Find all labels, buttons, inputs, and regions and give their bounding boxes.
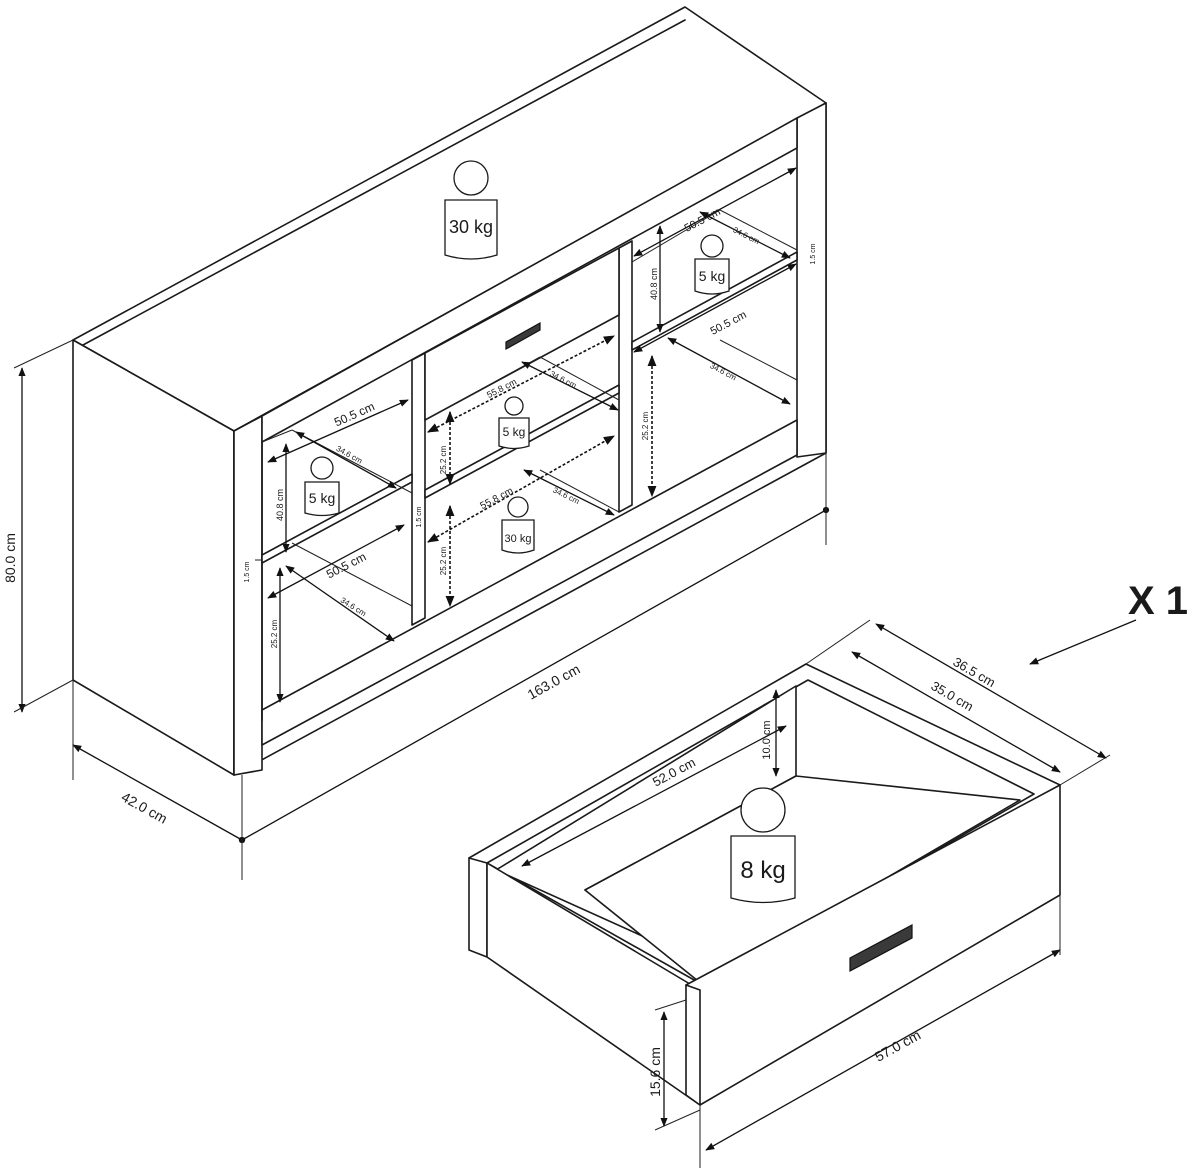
drawer-inner-depth: 35.0 cm (928, 678, 976, 714)
right-lower-height: 25.2 cm (641, 411, 650, 440)
cabinet (72, 6, 827, 776)
drawer-inner-height: 10.0 cm (761, 720, 773, 759)
quantity-label: X 1 (1128, 579, 1188, 623)
left-upper-height: 40.8 cm (275, 489, 285, 521)
depth-label: 42.0 cm (119, 789, 170, 827)
right-shelf-thickness: 1.5 cm (810, 243, 817, 264)
middle-divider-thickness: 1.5 cm (416, 506, 423, 527)
drawer-front-width: 57.0 cm (872, 1027, 923, 1065)
middle-upper-load: 5 kg (503, 425, 526, 439)
left-upper-load: 5 kg (309, 490, 335, 506)
height-label: 80.0 cm (2, 533, 18, 583)
left-lower-height: 25.2 cm (270, 619, 279, 648)
right-upper-load: 5 kg (699, 268, 725, 284)
top-load-weight: 30 kg (444, 160, 498, 260)
drawer-front-height: 15.6 cm (647, 1047, 663, 1097)
width-label: 163.0 cm (525, 661, 583, 703)
drawer-detail: X 1 36.5 cm 35.0 cm 52.0 cm 10.0 cm 57.0… (468, 579, 1188, 1168)
middle-lower-height: 25.2 cm (439, 546, 448, 575)
top-load-label: 30 kg (449, 217, 493, 237)
middle-lower-load: 30 kg (505, 533, 532, 545)
drawer-load: 8 kg (740, 857, 785, 884)
right-upper-height: 40.8 cm (649, 268, 659, 300)
pointer-arrow (1029, 619, 1137, 665)
left-shelf-thickness: 1.5 cm (244, 561, 251, 582)
middle-upper-height: 25.2 cm (439, 445, 448, 474)
